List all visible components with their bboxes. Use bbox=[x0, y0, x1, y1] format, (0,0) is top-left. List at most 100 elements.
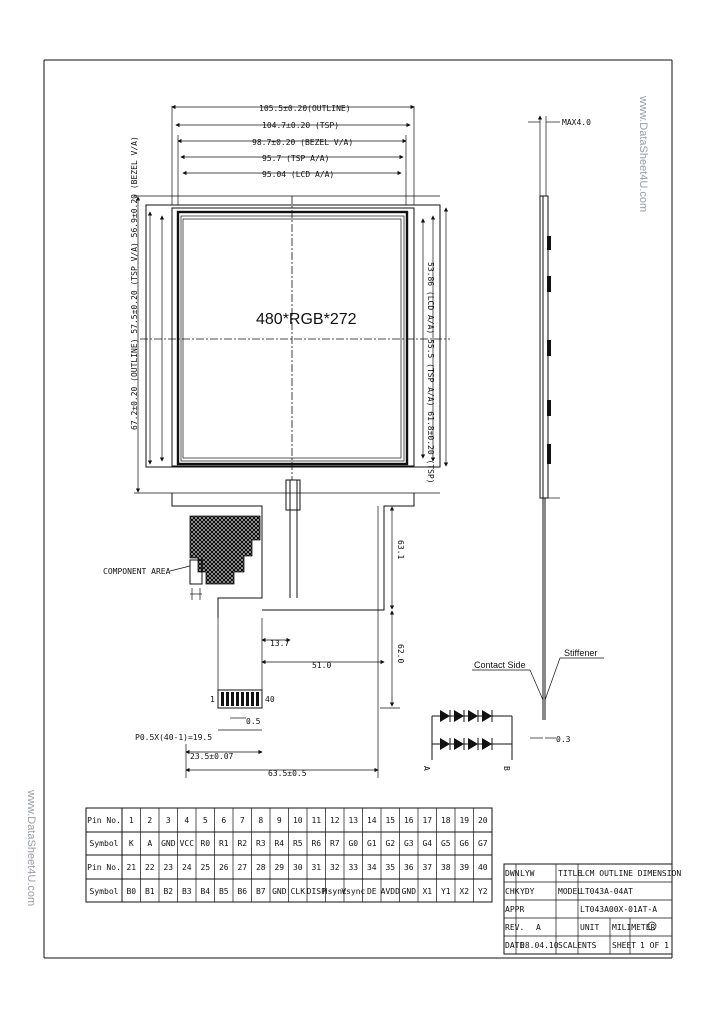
pin-table-cell: 23 bbox=[163, 863, 173, 872]
tb-rev-label: REV. bbox=[505, 923, 524, 932]
tb-checked-value: YDY bbox=[520, 887, 535, 896]
tb-title-label: TITLE bbox=[558, 869, 582, 878]
pin-table-cell: VCC bbox=[180, 839, 195, 848]
dim-fpc-offset: 13.7 bbox=[270, 639, 289, 648]
right-dimensions: 53.86 (LCD A/A) 55.5 (TSP A/A) 61.8±0.20… bbox=[420, 207, 449, 484]
dim-bezel-va-width: 98.7±0.20 (BEZEL V/A) bbox=[252, 138, 353, 147]
pin-table-cell: R4 bbox=[274, 839, 284, 848]
side-view: MAX4.0 Stiffener Contact Side 0.3 bbox=[422, 115, 604, 771]
tb-drawn-label: DWN bbox=[505, 869, 520, 878]
pin-table-cell: 10 bbox=[293, 816, 303, 825]
lcd-panel: 480*RGB*272 bbox=[140, 196, 450, 480]
pin-table-cell: 2 bbox=[147, 816, 152, 825]
pin-table-cell: 35 bbox=[385, 863, 395, 872]
left-dimensions: 67.2±0.20 (OUTLINE) 57.5±0.20 (TSP V/A) … bbox=[130, 136, 440, 494]
pin-table-cell: 6 bbox=[221, 816, 226, 825]
pin-table-row-header: Pin No. bbox=[87, 816, 121, 825]
pin-table-cell: Hsync bbox=[323, 887, 347, 896]
pin-table-cell: 7 bbox=[240, 816, 245, 825]
pin-table-row-header: Pin No. bbox=[87, 863, 121, 872]
pin-table-cell: 4 bbox=[184, 816, 189, 825]
pin-last-label: 40 bbox=[265, 695, 275, 704]
dim-left-heights: 67.2±0.20 (OUTLINE) 57.5±0.20 (TSP V/A) … bbox=[130, 136, 139, 430]
front-view: 105.5±0.20(OUTLINE) 104.7±0.20 (TSP) 98.… bbox=[103, 104, 450, 778]
pin-table-cell: DE bbox=[367, 887, 377, 896]
pin-table-cell: K bbox=[129, 839, 134, 848]
tb-date-label: DATE bbox=[505, 941, 524, 950]
dim-outline-width: 105.5±0.20(OUTLINE) bbox=[259, 104, 351, 113]
tb-title-value: LCM OUTLINE DIMENSION bbox=[580, 869, 681, 878]
pin-table-cell: DISP bbox=[307, 887, 326, 896]
pin-table-cell: A bbox=[147, 839, 152, 848]
pin-table-cell: R2 bbox=[237, 839, 247, 848]
pin-table-cell: G1 bbox=[367, 839, 377, 848]
dim-fpc-width: 51.0 bbox=[312, 661, 331, 670]
pin-table-cell: 20 bbox=[478, 816, 488, 825]
pin-table-cell: R6 bbox=[311, 839, 321, 848]
tb-unit-label: UNIT bbox=[580, 923, 599, 932]
pin-table-cell: 5 bbox=[203, 816, 208, 825]
pin-table-cell: 21 bbox=[126, 863, 136, 872]
pin-table-cell: 33 bbox=[348, 863, 358, 872]
pin-table-cell: 24 bbox=[182, 863, 192, 872]
tb-scale-label: SCALE bbox=[558, 941, 582, 950]
pin-table-cell: G2 bbox=[385, 839, 395, 848]
contact-side-label: Contact Side bbox=[474, 660, 526, 670]
pin-table-cell: Y1 bbox=[441, 887, 451, 896]
tb-checked-label: CHK bbox=[505, 887, 520, 896]
pin-table-cell: 8 bbox=[258, 816, 263, 825]
dim-pitch-gap: 0.5 bbox=[246, 717, 261, 726]
pin-table-cell: 39 bbox=[459, 863, 469, 872]
pin-table-cell: R1 bbox=[219, 839, 229, 848]
led-diode-array-top bbox=[431, 710, 513, 760]
tb-approved-label: APPR bbox=[505, 905, 524, 914]
pin-table-cell: R0 bbox=[200, 839, 210, 848]
pin-table-cell: B6 bbox=[237, 887, 247, 896]
pin-table-cell: X1 bbox=[422, 887, 432, 896]
pin-table-cell: 15 bbox=[385, 816, 395, 825]
tb-scale-value: NTS bbox=[582, 941, 597, 950]
pin-table-cell: 9 bbox=[277, 816, 282, 825]
pin-table-cell: 3 bbox=[166, 816, 171, 825]
max-thickness-label: MAX4.0 bbox=[562, 118, 591, 127]
pin-table-cell: R3 bbox=[256, 839, 266, 848]
pin-table-cell: 12 bbox=[330, 816, 340, 825]
pin-table-cell: R5 bbox=[293, 839, 303, 848]
pin-table-cell: 17 bbox=[422, 816, 432, 825]
pin-table-cell: 36 bbox=[404, 863, 414, 872]
thickness-dim: 0.3 bbox=[556, 735, 571, 744]
component-area-label: COMPONENT AREA bbox=[103, 567, 171, 576]
pin-table-cell: AVDD bbox=[381, 887, 400, 896]
pin-table-cell: B1 bbox=[145, 887, 155, 896]
watermark-right: www.DataSheet4U.com bbox=[637, 95, 649, 212]
pin-table-cell: G4 bbox=[422, 839, 432, 848]
tb-unit-value: MILIMETER bbox=[612, 923, 656, 932]
pin-table-cell: 27 bbox=[237, 863, 247, 872]
tb-drawn-value: LYW bbox=[520, 869, 535, 878]
pin-table-cell: Vsync bbox=[341, 887, 365, 896]
pin-table-cell: 32 bbox=[330, 863, 340, 872]
pin-table-cell: GND bbox=[402, 887, 417, 896]
pin-table-cell: X2 bbox=[459, 887, 469, 896]
tb-sheet-value: 1 OF 1 bbox=[640, 941, 669, 950]
tb-model-value: LT043A-04AT bbox=[580, 887, 633, 896]
watermark-left: www.DataSheet4U.com bbox=[25, 789, 37, 906]
pin-table-cell: 16 bbox=[404, 816, 414, 825]
stiffener-label: Stiffener bbox=[564, 648, 597, 658]
projection-symbol-icon bbox=[647, 921, 657, 931]
pin-table-cell: 31 bbox=[311, 863, 321, 872]
pin-table-cell: 30 bbox=[293, 863, 303, 872]
pin-table-cell: 26 bbox=[219, 863, 229, 872]
pin-table-cell: GND bbox=[272, 887, 287, 896]
mark-b: B bbox=[502, 766, 511, 771]
pin-table-cell: G3 bbox=[404, 839, 414, 848]
pin-table-cell: 22 bbox=[145, 863, 155, 872]
pin-first-label: 1 bbox=[210, 695, 215, 704]
dim-fpc-length-2: 62.0 bbox=[396, 644, 405, 663]
pin-table-cell: B7 bbox=[256, 887, 266, 896]
led-diode-array-bottom bbox=[432, 738, 512, 750]
component-area bbox=[189, 515, 261, 585]
dim-tsp-aa-width: 95.7 (TSP A/A) bbox=[262, 154, 329, 163]
